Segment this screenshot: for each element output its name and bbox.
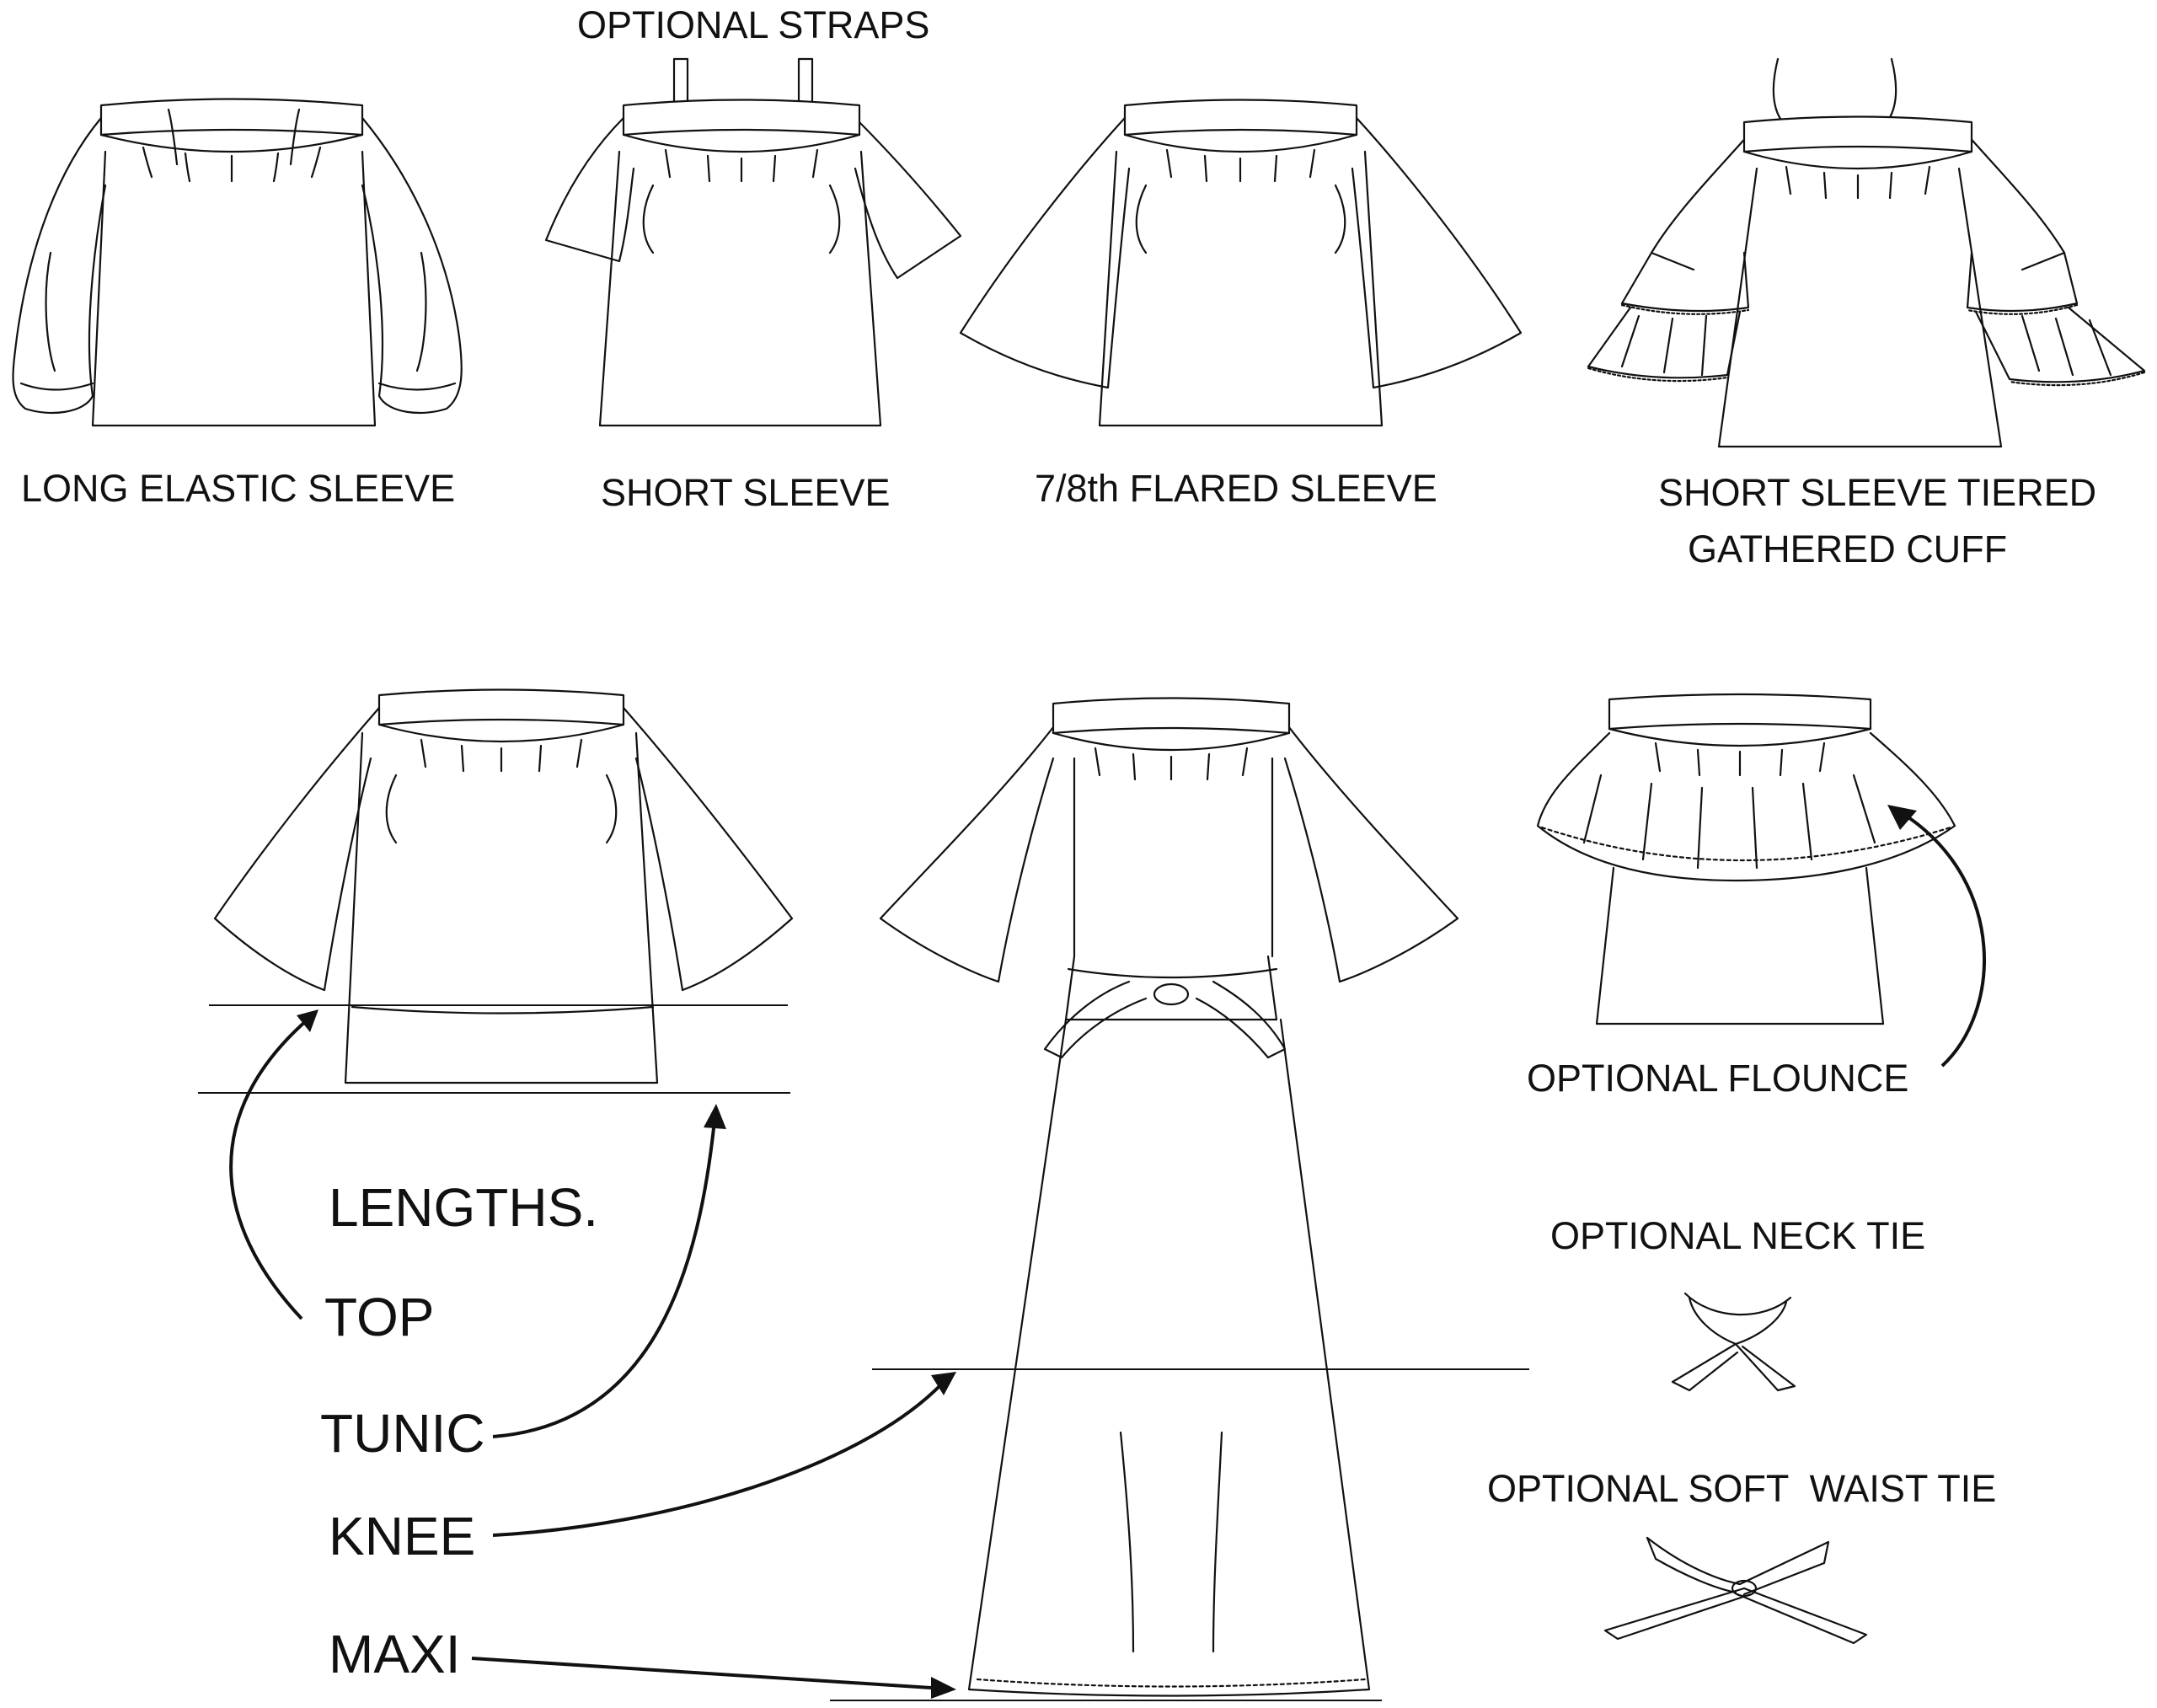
neck-tie-sketch <box>1671 1292 1796 1392</box>
maxi-arrow <box>471 1657 932 1689</box>
long-elastic-sleeve-label: LONG ELASTIC SLEEVE <box>21 467 455 510</box>
flounce-arrow <box>1907 816 1986 1068</box>
tiered-cuff-label-line2: GATHERED CUFF <box>1688 527 2007 570</box>
short-sleeve-sketch <box>544 57 962 427</box>
flounce-arrowhead <box>1887 805 1917 830</box>
tiered-cuff-label-line1: SHORT SLEEVE TIERED <box>1658 471 2096 514</box>
flared-sleeve-sketch <box>959 99 1523 427</box>
optional-neck-tie-label: OPTIONAL NECK TIE <box>1550 1214 1925 1257</box>
flounce-top-sketch <box>1536 693 1956 1025</box>
length-tunic-label: TUNIC <box>320 1403 485 1464</box>
tunic-arrow <box>492 1120 716 1438</box>
dress-maxi-sketch <box>879 697 1459 1697</box>
flared-sleeve-label: 7/8th FLARED SLEEVE <box>1035 467 1437 510</box>
optional-flounce-label: OPTIONAL FLOUNCE <box>1527 1057 1908 1100</box>
tiered-cuff-sketch <box>1587 57 2146 448</box>
knee-arrow <box>492 1384 941 1537</box>
maxi-arrowhead <box>931 1677 956 1699</box>
lengths-top-tunic-sketch <box>213 688 794 1084</box>
optional-waist-tie-label: OPTIONAL SOFT WAIST TIE <box>1487 1467 1996 1510</box>
knee-arrowhead <box>931 1372 956 1395</box>
long-elastic-sleeve-sketch <box>12 98 463 427</box>
tunic-arrowhead <box>704 1104 726 1129</box>
top-arrow <box>229 1018 309 1320</box>
optional-straps-label: OPTIONAL STRAPS <box>577 3 929 46</box>
short-sleeve-label: SHORT SLEEVE <box>601 471 890 514</box>
top-arrowhead <box>297 1009 318 1032</box>
length-arrows <box>229 805 1986 1699</box>
length-maxi-label: MAXI <box>329 1624 460 1684</box>
lengths-heading: LENGTHS. <box>329 1177 598 1238</box>
length-knee-label: KNEE <box>329 1506 475 1566</box>
length-top-label: TOP <box>324 1287 434 1347</box>
waist-tie-sketch <box>1603 1536 1868 1645</box>
